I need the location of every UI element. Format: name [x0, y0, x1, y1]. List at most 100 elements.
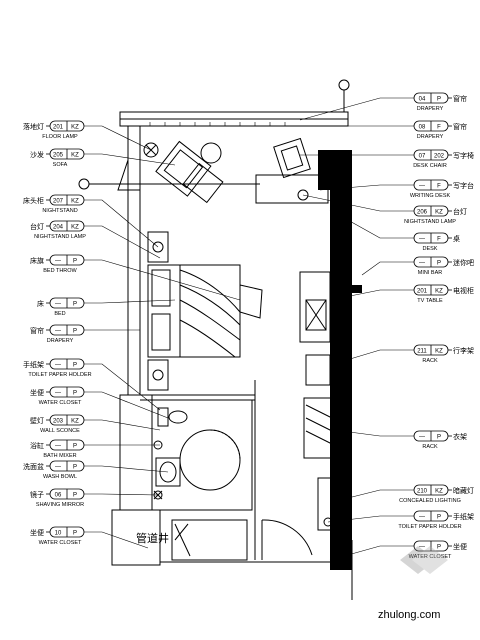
callout-suffix: P	[437, 545, 441, 551]
callout-code: —	[419, 515, 425, 521]
watermark-logo	[400, 546, 448, 574]
writing-desk	[255, 174, 329, 204]
sofa	[155, 140, 212, 197]
grid-axis-marker	[338, 79, 350, 91]
callout-code: —	[55, 302, 61, 308]
callout-code: —	[55, 465, 61, 471]
callout-code: 205	[53, 153, 64, 159]
bed	[147, 264, 241, 358]
callout-code: 06	[55, 493, 62, 499]
bathtub-circle	[179, 429, 241, 491]
callout-en-label: BATH MIXER	[43, 453, 76, 459]
callout-suffix: KZ	[71, 199, 79, 205]
callout-cn-label: 窗帘	[453, 122, 467, 131]
wash-bowl	[155, 457, 181, 487]
callout-en-label: WATER CLOSET	[39, 400, 82, 406]
callout-cn-label: 写字椅	[453, 151, 474, 160]
pipe-shaft	[111, 509, 161, 566]
callout-suffix: P	[73, 465, 77, 471]
callout-en-label: TV TABLE	[417, 298, 443, 304]
callout-suffix: KZ	[435, 289, 443, 295]
callout-suffix: P	[437, 261, 441, 267]
callout-en-label: DRAPERY	[47, 338, 74, 344]
callout-cn-label: 电视柜	[453, 286, 474, 295]
callout-suffix: KZ	[435, 210, 443, 216]
callout-cn-label: 落地灯	[23, 122, 44, 131]
callout-code: —	[55, 363, 61, 369]
toilet	[157, 407, 188, 427]
bathroom	[151, 399, 253, 511]
callout-suffix: P	[73, 493, 77, 499]
callout-en-label: BED	[54, 311, 65, 317]
callout-code: 207	[53, 199, 64, 205]
callout-suffix: KZ	[71, 419, 79, 425]
callout-en-label: RACK	[422, 358, 438, 364]
callout-code: —	[55, 259, 61, 265]
callout-en-label: NIGHTSTAND	[42, 208, 77, 214]
desk-chair	[273, 137, 311, 179]
callout-en-label: WALL SCONCE	[40, 428, 80, 434]
left-callout: 坐便 — P WATER CLOSET	[30, 386, 169, 419]
callout-cn-label: 坐便	[30, 388, 44, 397]
callout-cn-label: 迷你吧	[453, 258, 474, 267]
entry-door-swing	[261, 519, 313, 556]
callout-suffix: KZ	[435, 349, 443, 355]
callout-suffix: KZ	[71, 125, 79, 131]
section-marker	[78, 178, 90, 190]
wardrobe-rack	[303, 397, 335, 459]
callout-cn-label: 床旗	[30, 256, 44, 265]
nightstand-bottom	[147, 359, 169, 391]
pipe-wall	[119, 394, 153, 511]
floor-lamp-symbol	[143, 142, 159, 158]
callout-suffix: F	[437, 125, 441, 131]
callout-code: 10	[55, 531, 62, 537]
corridor-wall	[330, 150, 352, 570]
callout-code: —	[55, 391, 61, 397]
callout-suffix: P	[73, 391, 77, 397]
callout-suffix: KZ	[71, 153, 79, 159]
right-callout: 07 202 写字椅 DESK CHAIR	[300, 149, 474, 169]
callout-suffix: P	[437, 97, 441, 103]
callout-cn-label: 台灯	[30, 222, 44, 231]
callout-cn-label: 镜子	[30, 490, 44, 499]
callout-code: 206	[417, 210, 428, 216]
callout-code: 204	[53, 225, 64, 231]
callout-code: 211	[417, 349, 427, 355]
callout-suffix: P	[437, 435, 441, 441]
callout-code: 07	[419, 154, 426, 160]
callout-en-label: SHAVING MIRROR	[36, 502, 84, 508]
left-callout: 镜子 06 P SHAVING MIRROR	[30, 488, 159, 508]
callout-suffix: P	[73, 259, 77, 265]
callout-code: 08	[419, 125, 426, 131]
callout-en-label: NIGHTSTAND LAMP	[34, 234, 86, 240]
callout-suffix: 202	[434, 154, 445, 160]
shower-area	[171, 519, 248, 561]
right-callout: —P坐便WATER CLOSET	[329, 540, 467, 561]
callout-en-label: RACK	[422, 444, 438, 450]
callout-cn-label: 窗帘	[30, 326, 44, 335]
callout-code: —	[55, 444, 61, 450]
bed-throw	[239, 284, 263, 319]
callout-code: —	[419, 261, 425, 267]
callout-code: —	[419, 237, 425, 243]
callout-cn-label: 窗帘	[453, 94, 467, 103]
callout-en-label: CONCEALED LIGHTING	[399, 498, 461, 504]
callout-en-label: DESK CHAIR	[413, 163, 447, 169]
